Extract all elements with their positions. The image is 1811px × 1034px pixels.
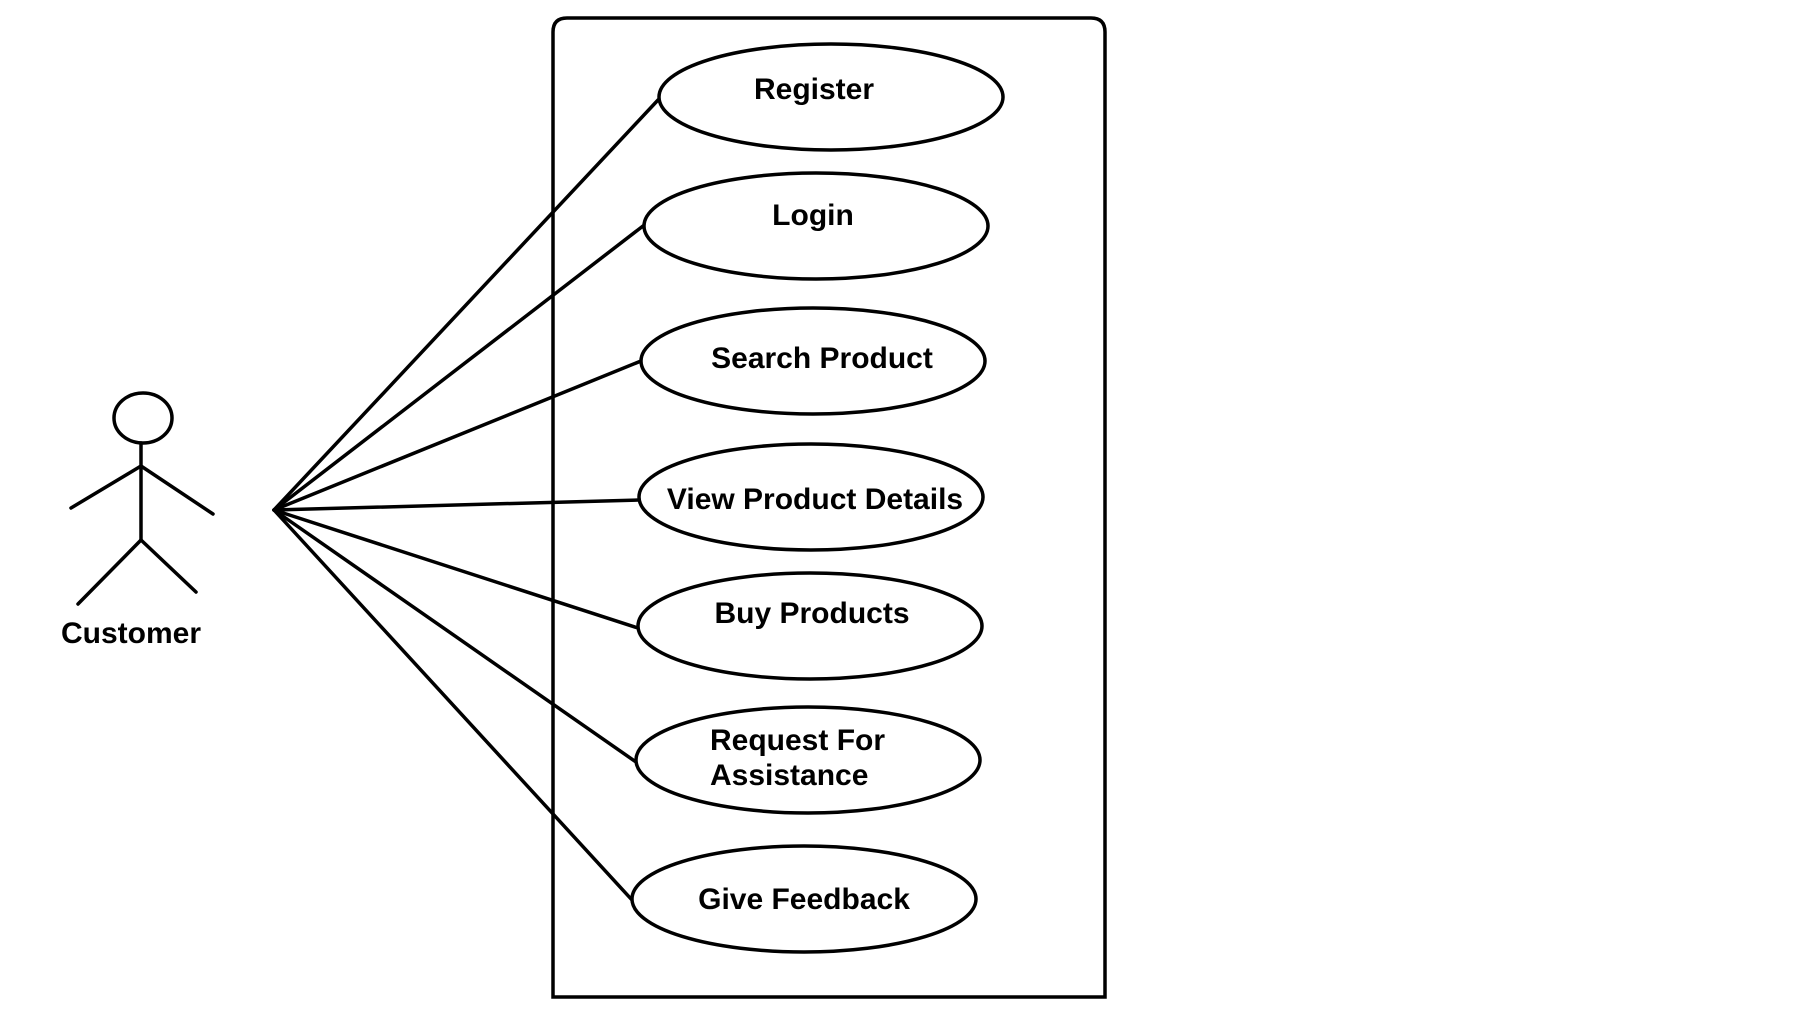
association-line-view-product-details <box>272 498 641 512</box>
use-case-ellipse <box>634 705 982 815</box>
use-case-label: Register <box>754 73 874 106</box>
association-line-give-feedback <box>272 508 634 902</box>
use-case-login: Login <box>642 171 990 281</box>
use-case-label: Buy Products <box>714 597 909 630</box>
use-case-ellipse <box>637 442 985 552</box>
actor-label: Customer <box>61 617 201 650</box>
use-case-buy-products: Buy Products <box>636 571 984 681</box>
association-line-buy-products <box>272 508 640 630</box>
use-case-label: Login <box>772 199 854 232</box>
use-case-ellipse <box>639 306 987 416</box>
stick-figure-icon <box>69 391 215 606</box>
use-case-ellipse <box>636 571 984 681</box>
use-case-ellipse <box>657 42 1005 152</box>
use-case-label: View Product Details <box>667 483 963 516</box>
association-line-request-for-assistance <box>272 508 638 764</box>
use-case-view-product-details: View Product Details <box>637 442 985 552</box>
association-line-register <box>272 98 660 512</box>
use-case-ellipse <box>630 844 978 954</box>
use-case-register: Register <box>657 42 1005 152</box>
system-boundary <box>551 16 1107 999</box>
association-line-search-product <box>272 359 643 512</box>
association-line-login <box>272 224 645 512</box>
use-case-give-feedback: Give Feedback <box>630 844 978 954</box>
use-case-search-product: Search Product <box>639 306 987 416</box>
actor-customer: Customer <box>61 391 215 650</box>
associations <box>272 98 660 902</box>
use-case-ellipse <box>642 171 990 281</box>
use-case-label: Give Feedback <box>698 883 910 916</box>
use-case-label: Search Product <box>711 342 933 375</box>
